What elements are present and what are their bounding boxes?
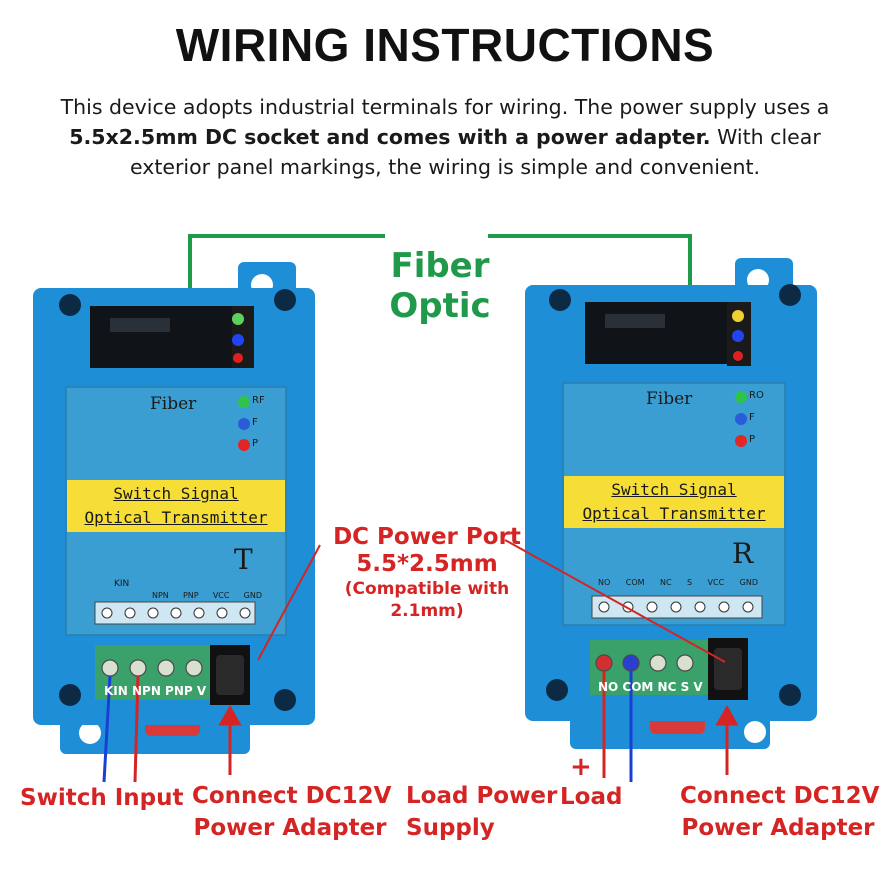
intro-paragraph: This device adopts industrial terminals …: [30, 92, 860, 182]
receiver-label-line1: Switch Signal: [611, 480, 737, 499]
connect-dc12v-right-label: Connect DC12V Power Adapter: [680, 780, 880, 844]
intro-text-2: With clear exterior panel markings, the …: [129, 125, 821, 179]
dc-port-line2: 5.5*2.5mm: [356, 551, 498, 577]
connect-left-line2: Power Adapter: [193, 815, 387, 841]
led-yellow-icon: [732, 310, 744, 322]
transmitter-device: [33, 262, 315, 754]
transmitter-term-vcc: VCC: [212, 591, 230, 600]
receiver-brand: Fiber: [646, 389, 693, 409]
load-power-line2: Supply: [406, 815, 495, 841]
receiver-term-s: S: [687, 578, 693, 587]
transmitter-terminal-labels: KIN NPN PNP V: [104, 684, 207, 698]
switch-input-label: Switch Input: [20, 785, 184, 811]
receiver-label: Switch Signal Optical Transmitter: [564, 478, 784, 526]
connect-right-line2: Power Adapter: [681, 815, 875, 841]
receiver-led-2: F: [749, 412, 755, 423]
dc-port-line4: 2.1mm): [390, 601, 464, 621]
connect-right-line1: Connect DC12V: [680, 783, 880, 809]
load-power-line1: Load Power: [406, 783, 558, 809]
led-red-icon: [233, 353, 243, 363]
fiber-optic-label: Fiber Optic: [380, 246, 500, 326]
transmitter-letter: T: [234, 543, 253, 576]
fiber-label-line1: Fiber: [390, 246, 490, 286]
receiver-term-com: COM: [625, 578, 645, 587]
dc-port-line3: (Compatible with: [344, 579, 510, 599]
receiver-led-1: RO: [749, 390, 764, 401]
transmitter-led-3: P: [252, 438, 259, 449]
transmitter-label: Switch Signal Optical Transmitter: [67, 482, 285, 530]
load-power-supply-label: Load Power Supply: [406, 780, 557, 844]
receiver-terminal-labels: NO COM NC S V: [598, 680, 703, 694]
transmitter-relay-label: KIN: [114, 579, 130, 589]
transmitter-term-gnd: GND: [243, 591, 262, 600]
dc-power-port-callout: DC Power Port 5.5*2.5mm (Compatible with…: [318, 524, 536, 622]
receiver-term-gnd: GND: [739, 578, 758, 587]
transmitter-label-line2: Optical Transmitter: [84, 508, 268, 527]
page-title: WIRING INSTRUCTIONS: [175, 19, 715, 71]
transmitter-term-pnp: PNP: [182, 591, 199, 600]
transmitter-brand: Fiber: [150, 394, 197, 414]
transmitter-term-npn: NPN: [152, 591, 169, 600]
receiver-device: [525, 258, 817, 749]
transmitter-led-2: F: [252, 417, 258, 428]
fiber-label-line2: Optic: [389, 286, 491, 326]
connect-left-line1: Connect DC12V: [192, 783, 392, 809]
intro-text-bold: 5.5x2.5mm DC socket and comes with a pow…: [69, 125, 711, 149]
transmitter-label-line1: Switch Signal: [113, 484, 239, 503]
led-blue-icon: [232, 334, 244, 346]
receiver-term-no: NO: [598, 578, 611, 587]
callout-pointers: [257, 539, 726, 663]
signal-wires: [102, 671, 633, 783]
receiver-led-3: P: [749, 434, 756, 445]
dc-port-line1: DC Power Port: [333, 524, 521, 550]
transmitter-led-1: RF: [252, 395, 265, 406]
plus-sign: +: [570, 752, 592, 782]
transmitter-panel-terms: NPN PNP VCC GND: [152, 591, 262, 600]
receiver-term-nc: NC: [659, 578, 672, 587]
load-label: Load: [560, 784, 623, 810]
intro-text-1: This device adopts industrial terminals …: [60, 95, 830, 119]
callout-arrows: [218, 704, 739, 775]
receiver-letter: R: [732, 537, 754, 570]
receiver-label-line2: Optical Transmitter: [582, 504, 766, 523]
receiver-term-vcc: VCC: [707, 578, 725, 587]
led-green-icon: [232, 313, 244, 325]
connect-dc12v-left-label: Connect DC12V Power Adapter: [192, 780, 392, 844]
receiver-panel-terms: NO COM NC S VCC GND: [598, 578, 758, 587]
